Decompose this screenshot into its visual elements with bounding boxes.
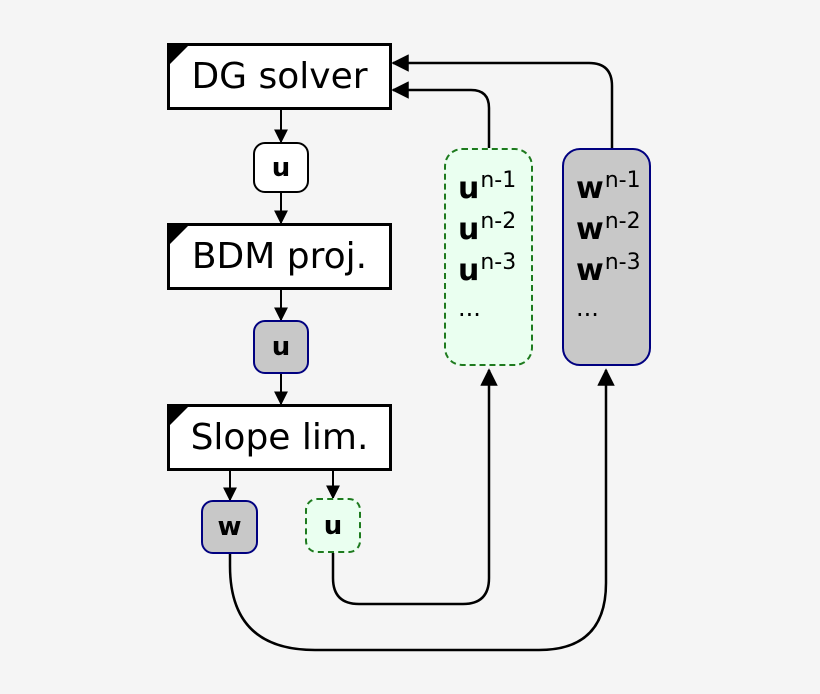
u-node-label: u (271, 152, 291, 183)
arrow-u-to-uhist (331, 368, 498, 606)
w-history-row: wn-2 (576, 209, 641, 247)
u-node-after-solver: u (253, 142, 309, 193)
arrow-whist-to-solver (391, 54, 614, 148)
u-history-row: un-2 (458, 209, 517, 247)
u-history-row: un-1 (458, 168, 517, 206)
u-history-box: un-1 un-2 un-3 ... (444, 148, 533, 366)
u-node-label: u (323, 510, 343, 541)
w-node-after-lim: w (201, 500, 258, 554)
w-history-row: wn-3 (576, 250, 641, 288)
dg-solver-box: DG solver (167, 43, 392, 110)
slope-lim-label: Slope lim. (190, 417, 369, 458)
u-history-row: un-3 (458, 250, 517, 288)
w-history-ellipsis: ... (576, 294, 599, 322)
w-history-box: wn-1 wn-2 wn-3 ... (562, 148, 651, 366)
bdm-proj-box: BDM proj. (167, 223, 392, 290)
slope-lim-box: Slope lim. (167, 404, 392, 471)
w-node-label: w (217, 512, 242, 542)
corner-marker (169, 406, 189, 426)
u-node-label: u (271, 332, 291, 362)
arrow-uhist-to-solver (391, 81, 491, 148)
u-node-after-lim: u (305, 498, 361, 553)
arrow-w-to-whist (228, 368, 615, 652)
u-history-ellipsis: ... (458, 294, 481, 322)
dg-solver-label: DG solver (191, 56, 368, 97)
corner-marker (169, 45, 189, 65)
w-history-row: wn-1 (576, 168, 641, 206)
corner-marker (169, 225, 189, 245)
u-node-after-proj: u (253, 320, 309, 374)
bdm-proj-label: BDM proj. (191, 236, 368, 277)
